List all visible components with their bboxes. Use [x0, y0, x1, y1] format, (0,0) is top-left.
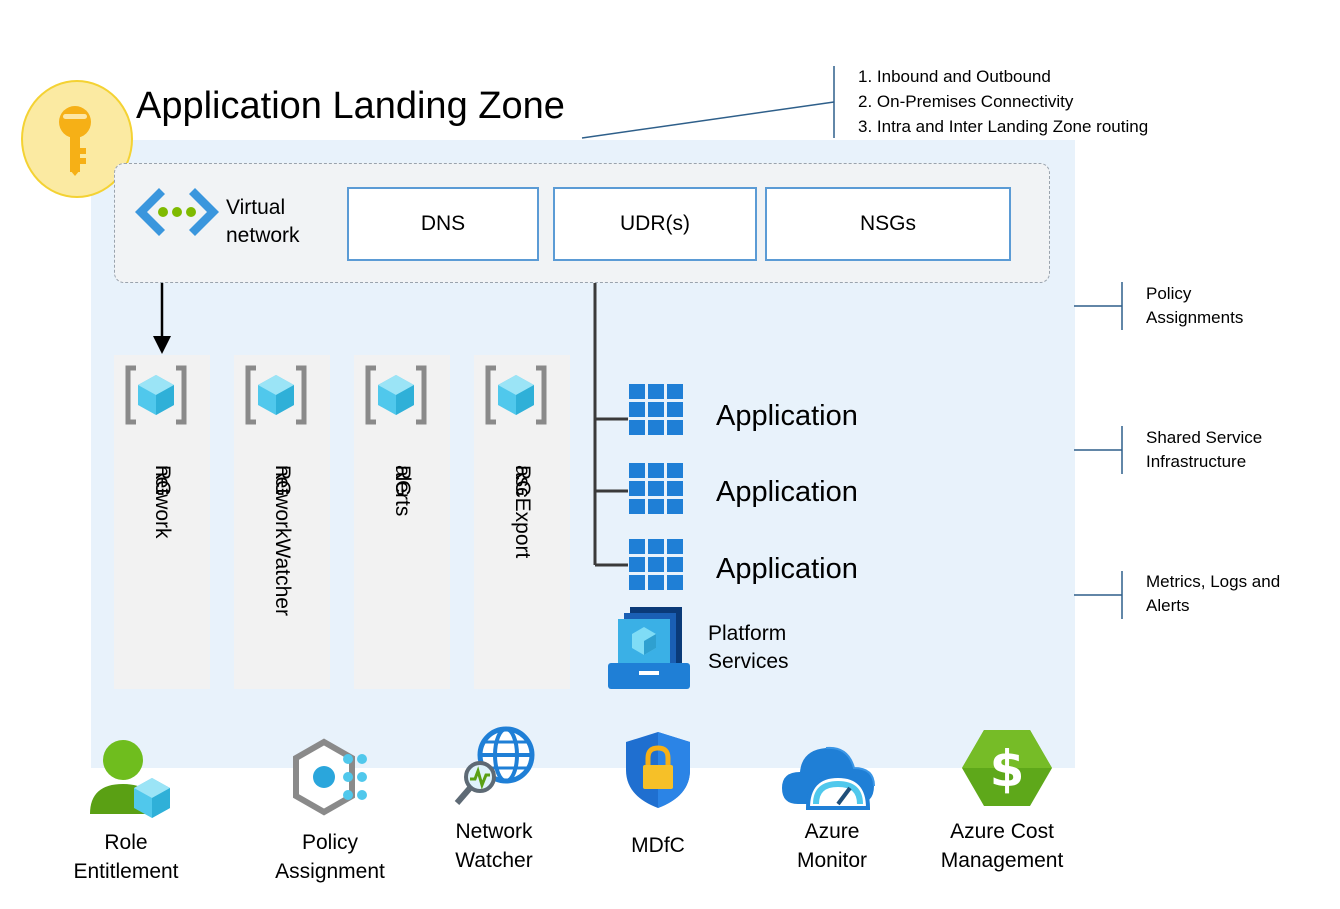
tool-label-mdfc: MDfC	[588, 831, 728, 860]
tool-label-network-watcher: Network Watcher	[424, 817, 564, 875]
rg-name: networkWatcher	[271, 465, 294, 616]
routing-notes: 1. Inbound and Outbound 2. On-Premises C…	[858, 64, 1148, 139]
application-label: Application	[716, 400, 858, 432]
rg-suffix: RG	[151, 465, 174, 497]
rg-suffix: RG	[271, 465, 294, 497]
platform-services-line1: Platform	[708, 622, 787, 645]
tool-label-azure-cost-management: Azure Cost Management	[922, 817, 1082, 875]
platform-services-icon	[608, 607, 690, 689]
side-label-line: Assignments	[1146, 308, 1244, 327]
tool-label-line: Policy	[301, 831, 359, 854]
application-grid-icon	[629, 539, 683, 590]
tool-label-line: Network	[455, 820, 533, 843]
platform-services-line2: Services	[708, 650, 789, 673]
tool-label-policy-assignment: Policy Assignment	[260, 828, 400, 886]
platform-services-label: Platform Services	[708, 620, 789, 676]
key-icon	[59, 106, 91, 176]
routing-note-1: 1. Inbound and Outbound	[858, 67, 1051, 86]
cost-management-icon: $	[962, 730, 1052, 806]
side-label-metrics: Metrics, Logs and Alerts	[1146, 570, 1280, 618]
side-label-line: Metrics, Logs and	[1146, 572, 1281, 591]
udr-label: UDR(s)	[620, 212, 690, 235]
tool-label-line: Assignment	[275, 860, 385, 883]
role-entitlement-icon	[90, 740, 170, 818]
rg-name: alerts	[391, 465, 414, 517]
network-watcher-icon	[454, 726, 535, 805]
routing-note-2: 2. On-Premises Connectivity	[858, 92, 1074, 111]
virtual-network-icon	[135, 188, 219, 236]
rg-suffix: RG	[511, 465, 534, 497]
tool-label-azure-monitor: Azure Monitor	[762, 817, 902, 875]
dns-label: DNS	[420, 212, 466, 235]
tool-label-line: Azure	[804, 820, 860, 843]
application-label: Application	[716, 553, 858, 585]
resource-group-icon	[365, 365, 427, 425]
tool-label-line: MDfC	[631, 834, 685, 857]
side-label-shared-service: Shared Service Infrastructure	[1146, 426, 1262, 474]
rg-name: ascExport	[511, 465, 534, 559]
side-label-policy: Policy Assignments	[1146, 282, 1243, 330]
tool-label-line: Monitor	[796, 849, 868, 872]
virtual-network-label-line1: Virtual	[226, 196, 286, 219]
tool-label-line: Azure Cost	[950, 820, 1054, 843]
resource-group-icon	[125, 365, 187, 425]
side-label-line: Infrastructure	[1146, 452, 1247, 471]
side-label-line: Shared Service	[1146, 428, 1263, 447]
virtual-network-label-line2: network	[226, 224, 300, 247]
routing-note-3: 3. Intra and Inter Landing Zone routing	[858, 117, 1149, 136]
application-grid-icon	[629, 463, 683, 514]
virtual-network-label: Virtual network	[226, 194, 300, 250]
rg-suffix: RG	[391, 465, 414, 497]
application-label: Application	[716, 476, 858, 508]
tool-label-line: Watcher	[455, 849, 533, 872]
rg-name: network	[151, 465, 174, 539]
nsg-label: NSGs	[859, 212, 916, 235]
svg-text:$: $	[990, 740, 1025, 798]
tool-label-line: Management	[940, 849, 1064, 872]
resource-group-icon	[245, 365, 307, 425]
tool-label-role-entitlement: Role Entitlement	[56, 828, 196, 886]
tool-label-line: Role	[104, 831, 148, 854]
side-label-line: Alerts	[1146, 596, 1190, 615]
application-grid-icon	[629, 384, 683, 435]
dns-box: DNS	[347, 187, 539, 261]
defender-lock-icon	[626, 732, 690, 808]
azure-monitor-icon	[782, 746, 875, 810]
policy-icon	[293, 738, 367, 816]
udr-box: UDR(s)	[553, 187, 757, 261]
side-label-line: Policy	[1146, 284, 1192, 303]
resource-group-icon	[485, 365, 547, 425]
nsg-box: NSGs	[765, 187, 1011, 261]
page-title: Application Landing Zone	[136, 85, 565, 127]
tool-label-line: Entitlement	[73, 860, 179, 883]
